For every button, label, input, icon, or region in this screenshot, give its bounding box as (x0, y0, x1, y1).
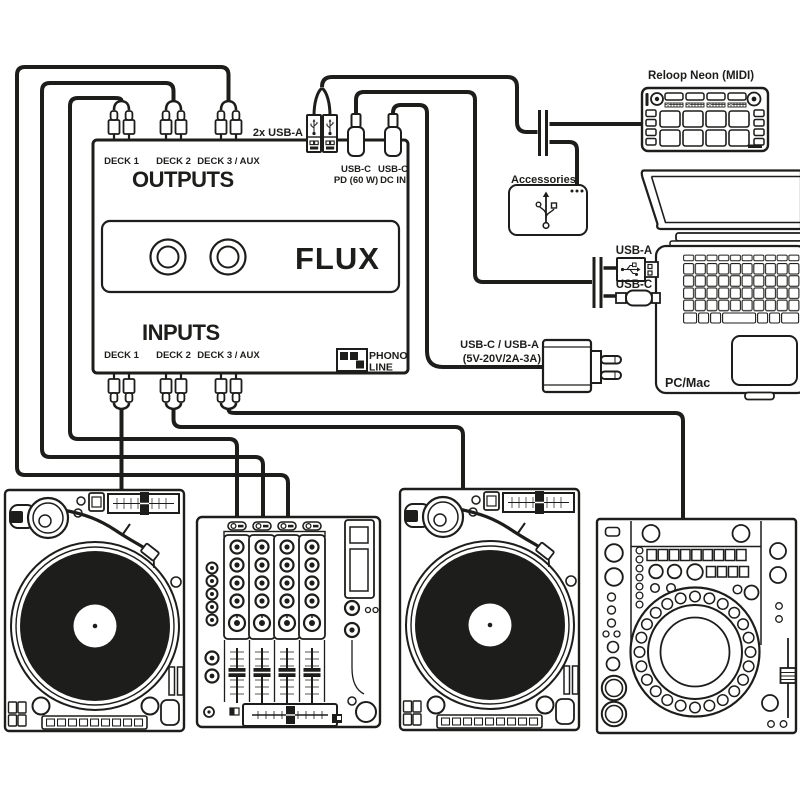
reloop-logo-mark (645, 93, 649, 106)
computer-label: PC/Mac (665, 376, 710, 390)
usb-a-glyph (620, 262, 641, 276)
mixer-crossfader (242, 703, 338, 727)
usb-c-dc-label-2: DC IN (380, 175, 406, 186)
neon-model-mark (748, 144, 762, 148)
phono-line-switch-icon (336, 348, 368, 372)
usb-c-pd-label-1: USB-C (341, 164, 371, 175)
cable-out-deck1-to-mixer (68, 96, 239, 517)
usb-c-pd-label-2: PD (60 W) (334, 175, 378, 186)
output-deck1-label: DECK 1 (104, 156, 140, 167)
cdj-left-controls (600, 526, 628, 728)
output-deck2-label: DECK 2 (156, 156, 191, 167)
power-adapter: USB-C / USB-A (5V-20V/2A-3A) (460, 338, 622, 394)
cables (15, 65, 685, 521)
rca-input-connectors (107, 371, 243, 404)
accessories-box: Accessories (508, 174, 588, 236)
mixer-left-knobs (204, 561, 220, 684)
usb-c-dc-plug-icon (384, 113, 402, 157)
ellipsis-icon (570, 189, 584, 193)
laptop-usb-a-label: USB-A (616, 245, 652, 257)
laptop-keyboard (683, 254, 800, 324)
cdj-player (595, 517, 798, 735)
usb-c-pd-plug-icon (347, 113, 365, 157)
flux-interface: FLUX OUTPUTS INPUTS DECK 1 DECK 2 DECK 3… (91, 109, 410, 404)
accessories-label: Accessories (511, 174, 576, 186)
psu-body (541, 338, 593, 394)
turntable-2 (398, 487, 581, 732)
cdj-hot-cue-buttons (646, 548, 747, 562)
rca-output-connectors (107, 109, 243, 142)
psu-prongs (600, 355, 622, 380)
psu-plug-base (590, 350, 602, 384)
usb-a-plug-icon (306, 114, 338, 153)
laptop-usb-c-label: USB-C (616, 279, 652, 291)
cable-pd-to-laptop (354, 90, 592, 284)
laptop-usb-a-connector: USB-A (616, 245, 659, 282)
cdj-right-controls (761, 542, 797, 728)
mixer-master-section (332, 519, 379, 723)
flux-logo: FLUX (295, 241, 380, 276)
cable-to-accessories (549, 140, 579, 186)
cdj-jog-wheel (629, 586, 761, 718)
phono-label: PHONO (369, 350, 408, 362)
mixer (195, 515, 382, 729)
cable-usba-trunk (320, 75, 538, 134)
laptop-hinge (675, 232, 800, 242)
input-deck2-label: DECK 2 (156, 350, 191, 361)
outputs-title: OUTPUTS (132, 167, 234, 192)
midi-controller-label: Reloop Neon (MIDI) (648, 70, 754, 82)
laptop-foot (744, 391, 775, 401)
cable-out-deck3-to-mixer (15, 65, 290, 517)
midi-controller: Reloop Neon (MIDI) (640, 70, 770, 153)
laptop-trackpad (731, 335, 798, 386)
usb-a-ports-label: 2x USB-A (253, 127, 303, 139)
laptop-screen (640, 169, 800, 231)
cable-dcin-to-psu (391, 103, 544, 369)
cable-out-deck2-to-mixer (40, 81, 265, 517)
psu-label-2: (5V-20V/2A-3A) (463, 353, 542, 365)
inputs-title: INPUTS (142, 320, 220, 345)
line-label: LINE (369, 362, 393, 374)
mixer-channel-strips (222, 533, 327, 641)
output-deck3-label: DECK 3 / AUX (197, 156, 260, 167)
laptop: PC/Mac (640, 169, 800, 401)
laptop-usb-c-connector: USB-C (615, 279, 661, 307)
cable-break-bars-1 (538, 110, 548, 156)
usb-trident-icon (535, 191, 558, 230)
flux-front-panel (100, 219, 401, 294)
cdj-mini-buttons (635, 546, 760, 609)
cdj-loop-buttons (648, 563, 750, 581)
usb-c-dc-label-1: USB-C (378, 164, 408, 175)
flux-panel-sockets (149, 238, 247, 276)
cable-in-deck2-turntable2 (171, 409, 465, 490)
cable-break-bars-2 (592, 257, 603, 308)
input-deck3-label: DECK 3 / AUX (197, 350, 260, 361)
psu-label-1: USB-C / USB-A (460, 339, 539, 351)
cable-in-deck3-cdj (226, 408, 685, 521)
input-deck1-label: DECK 1 (104, 350, 140, 361)
turntable-1 (3, 488, 186, 733)
